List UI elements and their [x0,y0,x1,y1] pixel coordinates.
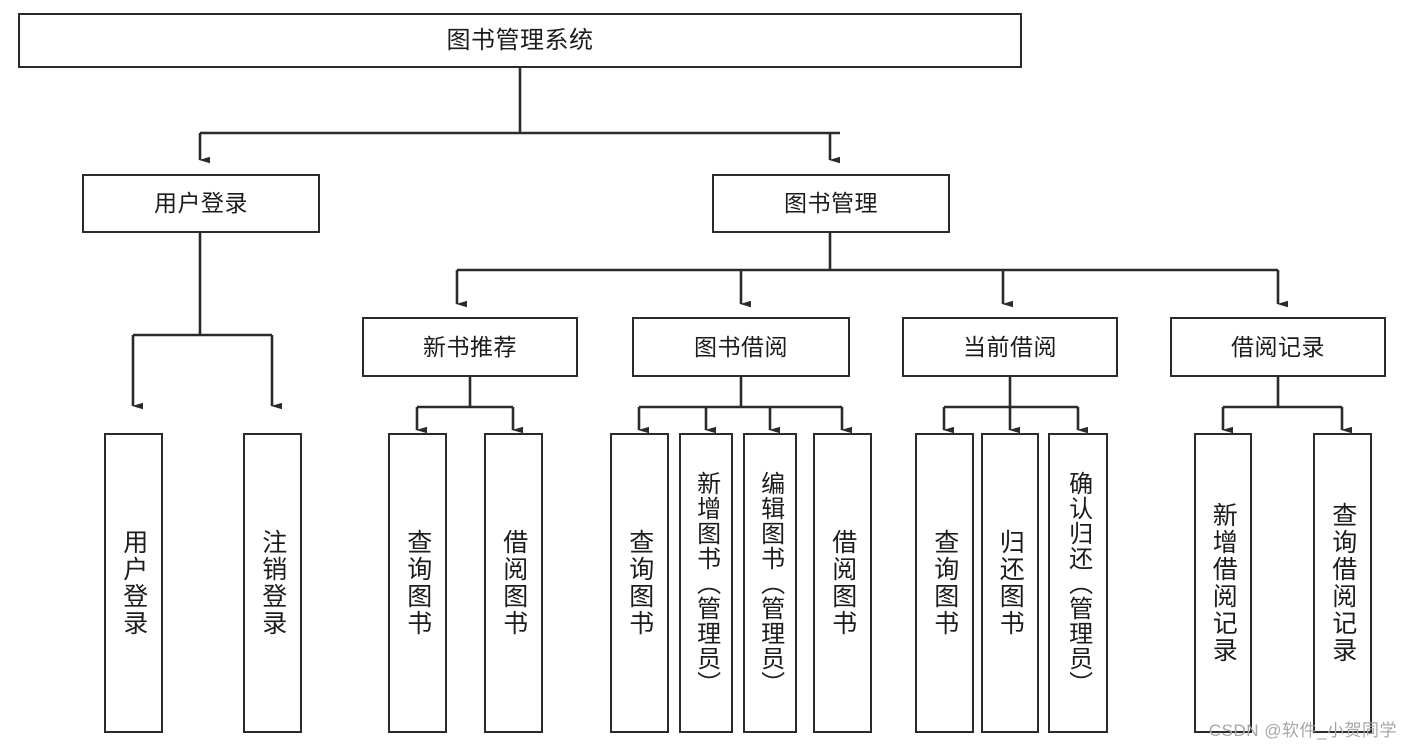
node-book-borrow[interactable]: 图书借阅 [632,317,850,377]
node-label: 用户登录 [119,529,148,637]
node-label: 新增借阅记录 [1209,502,1238,664]
node-label: 新书推荐 [423,333,517,360]
node-current-borrow[interactable]: 当前借阅 [902,317,1118,377]
node-leaf-query-book-1[interactable]: 查询图书 [388,433,447,733]
node-label: 查询图书 [403,529,432,637]
node-label: 当前借阅 [963,333,1057,360]
node-leaf-add-book-admin[interactable]: 新增图书（管理员） [679,433,733,733]
node-leaf-edit-book-admin[interactable]: 编辑图书（管理员） [743,433,797,733]
node-label: 归还图书 [996,529,1025,637]
node-label: 注销登录 [258,529,287,637]
node-label: 查询图书 [625,529,654,637]
node-label: 借阅图书 [828,529,857,637]
node-label: 借阅图书 [499,529,528,637]
node-label: 图书管理 [784,190,878,216]
node-leaf-query-book-2[interactable]: 查询图书 [610,433,669,733]
node-leaf-user-login[interactable]: 用户登录 [104,433,163,733]
node-leaf-return-book[interactable]: 归还图书 [981,433,1039,733]
node-book-management[interactable]: 图书管理 [712,174,950,233]
node-label: 编辑图书（管理员） [756,470,784,696]
node-label: 图书管理系统 [446,26,594,54]
node-root[interactable]: 图书管理系统 [18,13,1022,68]
node-label: 借阅记录 [1231,333,1325,360]
node-leaf-logout[interactable]: 注销登录 [243,433,302,733]
node-label: 确认归还（管理员） [1064,470,1092,696]
node-leaf-query-book-3[interactable]: 查询图书 [915,433,974,733]
node-leaf-add-borrow-record[interactable]: 新增借阅记录 [1194,433,1252,733]
node-label: 图书借阅 [694,333,788,360]
node-label: 用户登录 [154,190,248,216]
node-leaf-borrow-book-1[interactable]: 借阅图书 [484,433,543,733]
node-borrow-record[interactable]: 借阅记录 [1170,317,1386,377]
watermark-text: CSDN @软件_小贺同学 [1208,721,1397,740]
node-leaf-borrow-book-2[interactable]: 借阅图书 [813,433,872,733]
node-user-login[interactable]: 用户登录 [82,174,320,233]
node-label: 查询借阅记录 [1328,502,1357,664]
node-leaf-confirm-return-admin[interactable]: 确认归还（管理员） [1048,433,1108,733]
node-new-book-recommend[interactable]: 新书推荐 [362,317,578,377]
node-leaf-query-borrow-record[interactable]: 查询借阅记录 [1313,433,1372,733]
node-label: 查询图书 [930,529,959,637]
node-label: 新增图书（管理员） [692,470,720,696]
